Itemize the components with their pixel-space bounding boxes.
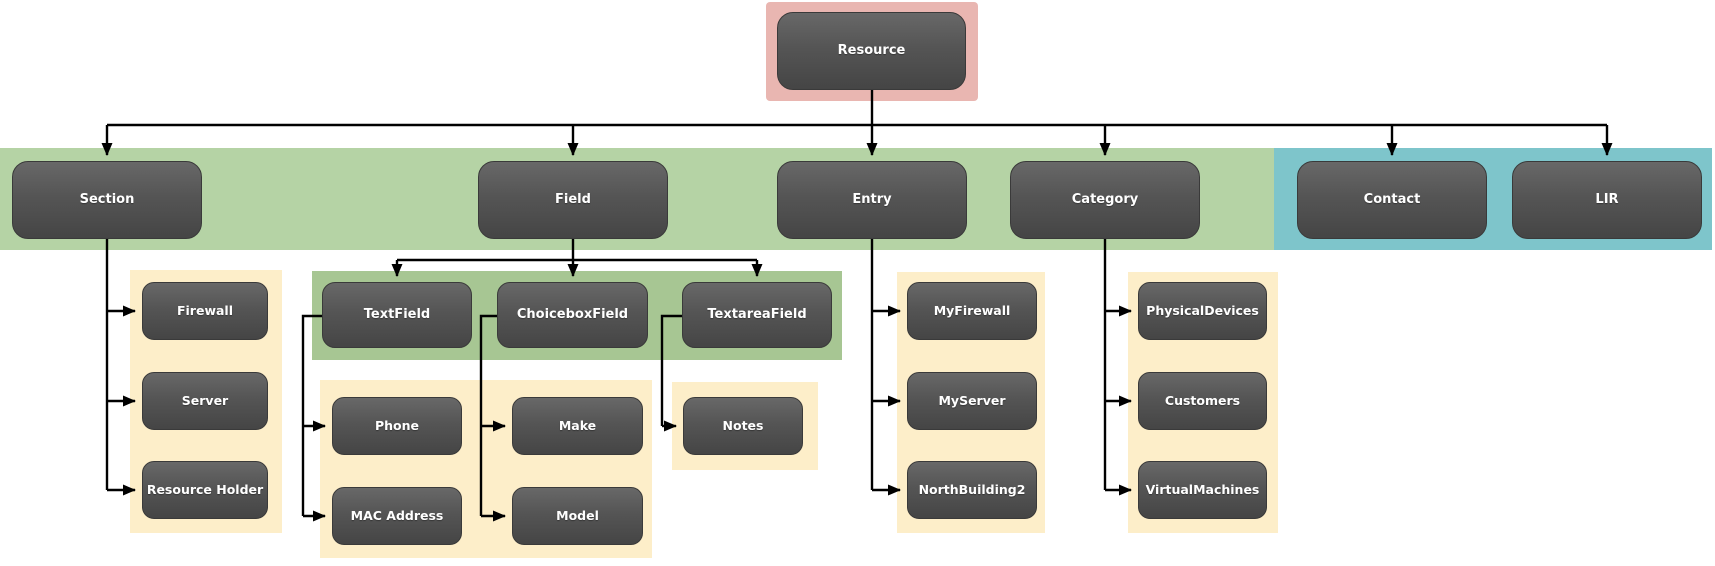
- node-category: Category: [1010, 161, 1200, 239]
- node-entry-label: Entry: [852, 191, 892, 207]
- node-section: Section: [12, 161, 202, 239]
- node-textareafield: TextareaField: [682, 282, 832, 348]
- node-model: Model: [512, 487, 643, 545]
- node-notes: Notes: [683, 397, 803, 455]
- node-resource-label: Resource: [837, 42, 906, 58]
- node-firewall-label: Firewall: [176, 303, 234, 319]
- node-myserver-label: MyServer: [938, 393, 1006, 409]
- node-choiceboxfield: ChoiceboxField: [497, 282, 648, 348]
- node-field: Field: [478, 161, 668, 239]
- node-server-label: Server: [181, 393, 229, 409]
- node-section-label: Section: [79, 191, 135, 207]
- node-myfirewall: MyFirewall: [907, 282, 1037, 340]
- node-myfirewall-label: MyFirewall: [933, 303, 1011, 319]
- node-textfield: TextField: [322, 282, 472, 348]
- node-lir-label: LIR: [1595, 191, 1619, 207]
- node-myserver: MyServer: [907, 372, 1037, 430]
- node-make: Make: [512, 397, 643, 455]
- node-entry: Entry: [777, 161, 967, 239]
- node-textfield-label: TextField: [363, 306, 431, 322]
- node-virtualmachines: VirtualMachines: [1138, 461, 1267, 519]
- node-resource: Resource: [777, 12, 966, 90]
- node-make-label: Make: [558, 418, 597, 434]
- node-resource-holder-label: Resource Holder: [146, 482, 264, 498]
- node-customers-label: Customers: [1164, 393, 1241, 409]
- node-virtualmachines-label: VirtualMachines: [1145, 482, 1260, 498]
- node-category-label: Category: [1071, 191, 1139, 207]
- node-phone: Phone: [332, 397, 462, 455]
- node-model-label: Model: [556, 508, 599, 524]
- node-firewall: Firewall: [142, 282, 268, 340]
- node-customers: Customers: [1138, 372, 1267, 430]
- node-mac-address: MAC Address: [332, 487, 462, 545]
- node-notes-label: Notes: [722, 418, 764, 434]
- node-server: Server: [142, 372, 268, 430]
- node-field-label: Field: [555, 191, 591, 207]
- node-northbuilding2-label: NorthBuilding2: [918, 482, 1026, 498]
- node-resource-holder: Resource Holder: [142, 461, 268, 519]
- node-textareafield-label: TextareaField: [707, 306, 807, 322]
- node-contact: Contact: [1297, 161, 1487, 239]
- node-choiceboxfield-label: ChoiceboxField: [516, 306, 629, 322]
- node-contact-label: Contact: [1363, 191, 1421, 207]
- node-northbuilding2: NorthBuilding2: [907, 461, 1037, 519]
- node-physicaldevices-label: PhysicalDevices: [1146, 303, 1259, 319]
- node-mac-address-label: MAC Address: [350, 508, 444, 524]
- node-physicaldevices: PhysicalDevices: [1138, 282, 1267, 340]
- node-phone-label: Phone: [374, 418, 420, 434]
- node-lir: LIR: [1512, 161, 1702, 239]
